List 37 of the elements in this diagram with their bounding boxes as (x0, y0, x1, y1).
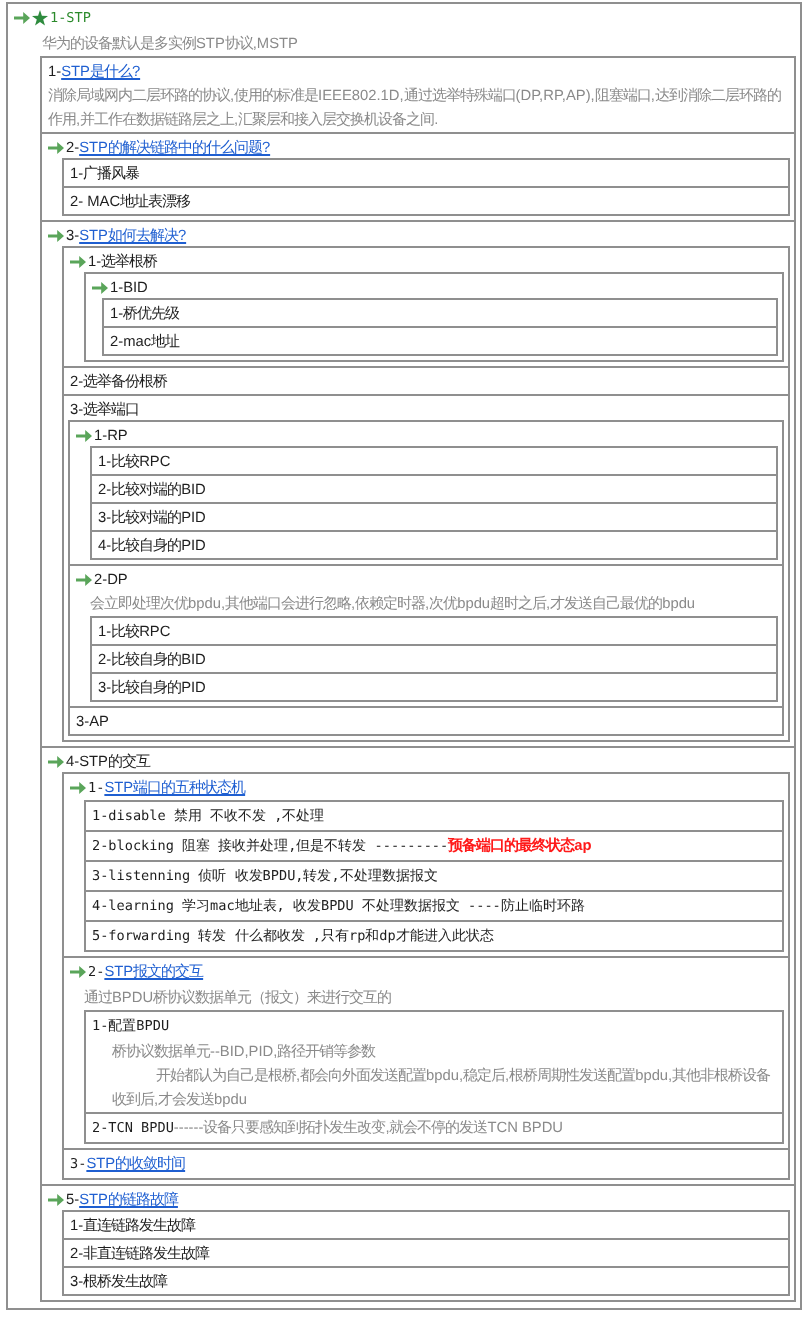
topic-box (6, 2, 802, 1310)
topic-row (84, 1010, 784, 1114)
topic-row (62, 1210, 790, 1240)
topic-row (84, 830, 784, 862)
topic-row (62, 186, 790, 216)
topic-box (40, 746, 796, 1186)
topic-row (62, 158, 790, 188)
topic-box (40, 1184, 796, 1302)
topic-box (62, 394, 790, 742)
topic-row (102, 326, 778, 356)
topic-row (90, 474, 778, 504)
topic-row (62, 1238, 790, 1268)
topic-box (62, 956, 790, 1150)
topic-box (40, 132, 796, 222)
topic-row (68, 706, 784, 736)
topic-row (102, 298, 778, 328)
topic-row (90, 502, 778, 532)
topic-row (90, 616, 778, 646)
topic-row (90, 530, 778, 560)
topic-row (90, 672, 778, 702)
topic-box (84, 272, 784, 362)
topic-row (62, 366, 790, 396)
topic-box (62, 246, 790, 368)
topic-row (62, 1148, 790, 1180)
topic-row (84, 920, 784, 952)
topic-row (62, 1266, 790, 1296)
topic-box (68, 420, 784, 566)
topic-box (40, 220, 796, 748)
topic-row (84, 860, 784, 892)
topic-row (84, 890, 784, 922)
topic-row (40, 56, 796, 134)
topic-box (62, 772, 790, 958)
topic-row (84, 800, 784, 832)
topic-row (84, 1112, 784, 1144)
topic-row (90, 644, 778, 674)
topic-row (90, 446, 778, 476)
topic-box (68, 564, 784, 708)
